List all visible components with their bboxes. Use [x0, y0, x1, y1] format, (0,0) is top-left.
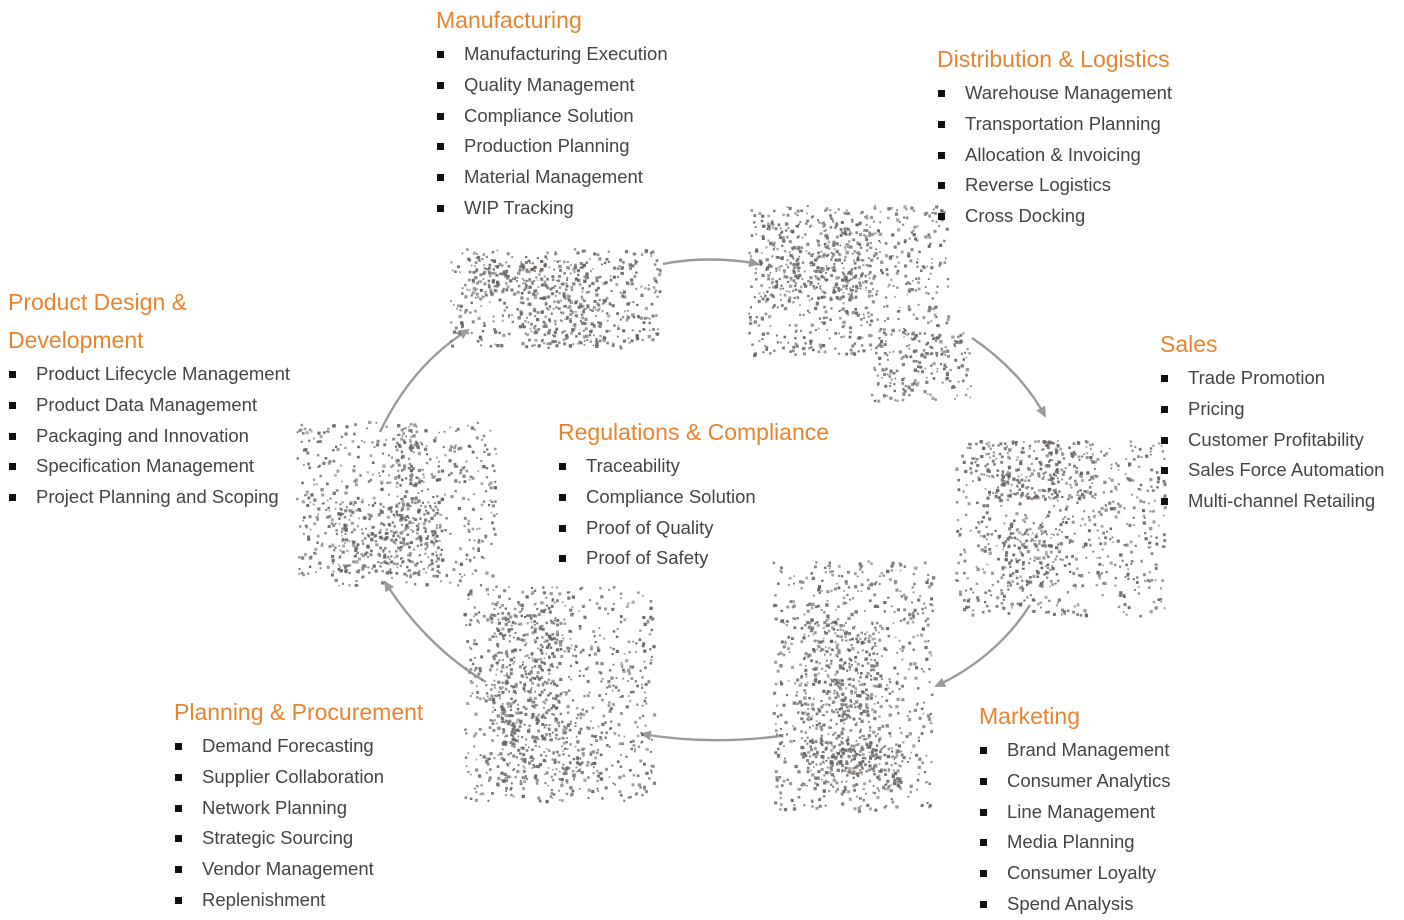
planning-item: Strategic Sourcing — [174, 823, 423, 854]
planning-item: Vendor Management — [174, 854, 423, 885]
distribution-item: Transportation Planning — [937, 109, 1172, 140]
sales-item: Pricing — [1160, 394, 1384, 425]
cycle-arrow-marketing-to-planning — [640, 730, 781, 742]
marketing-item: Brand Management — [979, 735, 1170, 766]
marketing-item: Consumer Analytics — [979, 766, 1170, 797]
manufacturing-item: Compliance Solution — [436, 101, 668, 132]
product-design-item: Product Data Management — [8, 390, 290, 421]
manufacturing-item: Production Planning — [436, 131, 668, 162]
cycle-arrow-distribution-to-sales — [971, 337, 1047, 418]
manufacturing-title: Manufacturing — [436, 7, 582, 33]
pallet-stack-icon — [463, 585, 657, 804]
distribution-item: Cross Docking — [937, 201, 1172, 232]
cycle-arrow-planning-to-design — [383, 580, 487, 684]
regulations-item: Proof of Safety — [558, 543, 829, 574]
marketing-item: Spend Analysis — [979, 889, 1170, 920]
manufacturing-item: Manufacturing Execution — [436, 39, 668, 70]
distribution-section: Distribution & Logistics Warehouse Manag… — [937, 40, 1172, 232]
manufacturing-item: Material Management — [436, 162, 668, 193]
product-design-item: Project Planning and Scoping — [8, 482, 290, 513]
regulations-item: Compliance Solution — [558, 482, 829, 513]
distribution-item: Warehouse Management — [937, 78, 1172, 109]
planning-item: Demand Forecasting — [174, 731, 423, 762]
regulations-item: Proof of Quality — [558, 513, 829, 544]
regulations-title: Regulations & Compliance — [558, 419, 830, 445]
distribution-item: Allocation & Invoicing — [937, 140, 1172, 171]
sales-item: Trade Promotion — [1160, 363, 1384, 394]
product-design-title-line1: Product Design & — [8, 289, 187, 315]
sales-section: Sales Trade Promotion Pricing Customer P… — [1160, 325, 1384, 517]
marketing-item: Line Management — [979, 797, 1170, 828]
sales-item: Sales Force Automation — [1160, 455, 1384, 486]
manufacturing-item: WIP Tracking — [436, 193, 668, 224]
store-shelf-icon — [955, 440, 1167, 618]
distribution-item: Reverse Logistics — [937, 170, 1172, 201]
lab-equipment-icon — [296, 420, 498, 587]
marketing-item: Media Planning — [979, 827, 1170, 858]
marketing-section: Marketing Brand Management Consumer Anal… — [979, 697, 1170, 920]
planning-title: Planning & Procurement — [174, 699, 424, 725]
planning-item: Network Planning — [174, 793, 423, 824]
distribution-title: Distribution & Logistics — [937, 46, 1170, 72]
marketing-item: Consumer Loyalty — [979, 858, 1170, 889]
sales-title: Sales — [1160, 331, 1218, 357]
product-design-item: Specification Management — [8, 451, 290, 482]
marketing-title: Marketing — [979, 703, 1080, 729]
cycle-arrow-manufacturing-to-distribution — [662, 257, 760, 268]
sales-item: Multi-channel Retailing — [1160, 486, 1384, 517]
product-design-item: Packaging and Innovation — [8, 421, 290, 452]
manufacturing-section: Manufacturing Manufacturing Execution Qu… — [436, 1, 668, 224]
factory-icon — [450, 248, 662, 350]
regulations-section: Regulations & Compliance Traceability Co… — [558, 413, 829, 574]
manufacturing-item: Quality Management — [436, 70, 668, 101]
product-design-item: Product Lifecycle Management — [8, 359, 290, 390]
product-design-section: Product Design & Development Product Lif… — [8, 283, 290, 513]
sales-item: Customer Profitability — [1160, 425, 1384, 456]
planning-item: Supplier Collaboration — [174, 762, 423, 793]
planning-item: Replenishment — [174, 885, 423, 916]
planning-section: Planning & Procurement Demand Forecastin… — [174, 693, 423, 916]
regulations-item: Traceability — [558, 451, 829, 482]
truck-icon — [748, 205, 972, 403]
cycle-arrow-design-to-manufacturing — [378, 328, 470, 433]
cycle-arrow-sales-to-marketing — [934, 604, 1032, 688]
retail-display-icon — [772, 560, 936, 813]
product-design-title-line2: Development — [8, 327, 144, 353]
